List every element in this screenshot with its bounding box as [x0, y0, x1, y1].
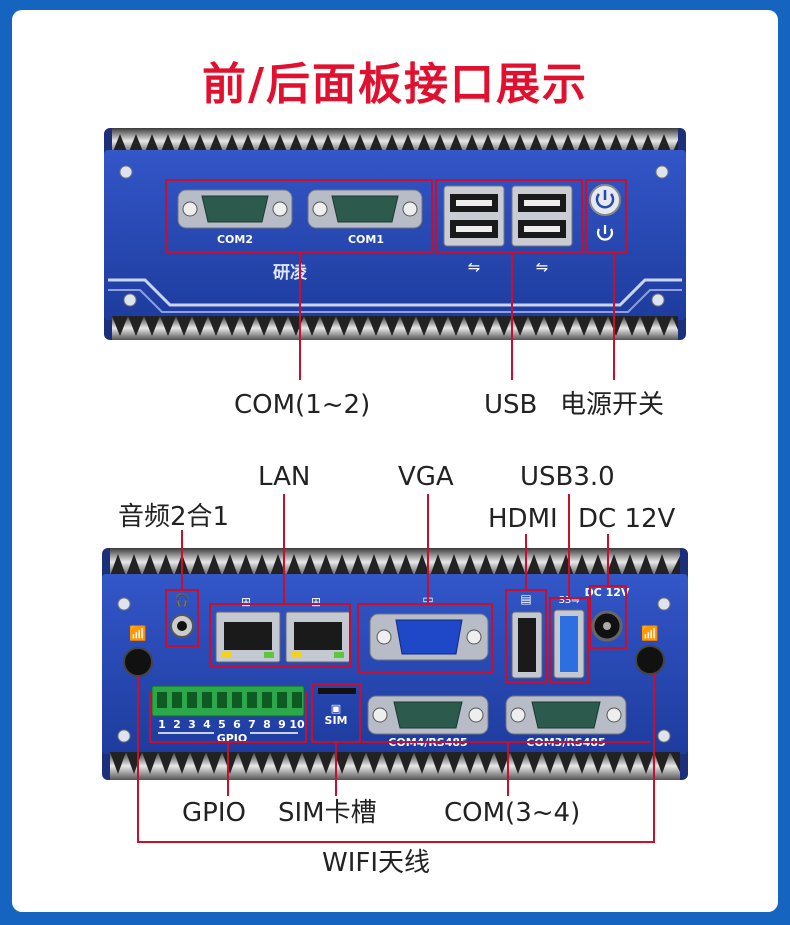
- svg-text:7: 7: [248, 718, 256, 731]
- dc-label: DC 12V: [585, 586, 630, 599]
- svg-text:3: 3: [188, 718, 196, 731]
- wifi-icon: 📶: [129, 625, 146, 642]
- sim-label: SIM: [325, 714, 348, 727]
- callout-power-switch: 电源开关: [560, 390, 665, 420]
- callout-com-rear: COM(3~4): [444, 798, 581, 828]
- hdmi-icon: ▤: [520, 592, 531, 606]
- svg-text:5: 5: [218, 718, 226, 731]
- dc-power-jack: DC 12V: [585, 586, 630, 642]
- network-icon: ⊞: [241, 595, 251, 609]
- com3-port: COM3/RS485: [505, 695, 627, 749]
- svg-text:4: 4: [203, 718, 211, 731]
- com2-label: COM2: [217, 233, 253, 246]
- callout-audio: 音频2合1: [118, 502, 230, 532]
- lan-port-2: ⊞: [285, 595, 351, 663]
- callout-sim-slot: SIM卡槽: [278, 798, 377, 828]
- usb3-icon: SS⇋: [558, 595, 579, 606]
- lan-port-1: ⊞: [215, 595, 281, 663]
- callout-gpio: GPIO: [182, 798, 246, 828]
- sim-card-icon: ▣: [331, 702, 341, 715]
- svg-text:6: 6: [233, 718, 241, 731]
- callout-hdmi: HDMI: [488, 504, 558, 534]
- hdmi-port: ▤: [511, 592, 543, 679]
- callout-usb: USB: [484, 390, 538, 420]
- com1-label: COM1: [348, 233, 384, 246]
- callout-lan: LAN: [258, 462, 311, 492]
- callout-com-front: COM(1~2): [234, 390, 371, 420]
- power-icon: [596, 228, 614, 241]
- sim-slot: ▣ SIM: [318, 688, 356, 727]
- callout-vga: VGA: [398, 462, 454, 492]
- usb-icon: ⇋: [536, 258, 549, 276]
- screw: [119, 165, 133, 179]
- wifi-icon: 📶: [641, 625, 658, 642]
- svg-text:10: 10: [289, 718, 305, 731]
- callout-wifi: WIFI天线: [322, 848, 430, 878]
- brand-logo: 研凌: [273, 262, 308, 283]
- svg-text:2: 2: [173, 718, 181, 731]
- wifi-antenna-right: 📶: [635, 625, 665, 675]
- svg-text:1: 1: [158, 718, 166, 731]
- gpio-pin-numbers: 1 2 3 4 5 6 7 8 9 10: [158, 718, 305, 731]
- rear-heatsink-top: [110, 548, 680, 576]
- headset-mic-icon: 🎧: [175, 593, 190, 607]
- rear-panel: 📶 📶 🎧 ⊞ ⊞ ▭: [102, 494, 688, 843]
- screw: [117, 597, 131, 611]
- callout-usb3: USB3.0: [520, 462, 615, 492]
- gpio-terminal: 1 2 3 4 5 6 7 8 9 10 GPIO: [151, 685, 305, 745]
- power-button: [589, 184, 621, 241]
- front-heatsink-top: [112, 128, 678, 154]
- usb-icon: ⇋: [468, 258, 481, 276]
- com1-port: COM1: [307, 189, 423, 246]
- wifi-antenna-left: 📶: [123, 625, 153, 677]
- audio-jack: 🎧: [170, 593, 194, 638]
- front-heatsink-bottom: [112, 316, 678, 340]
- rear-annotations: [137, 494, 655, 843]
- com2-port: COM2: [177, 189, 293, 246]
- vga-port: ▭: [369, 592, 489, 661]
- front-annotations: [165, 179, 627, 380]
- usb-port-stack-2: ⇋: [511, 185, 573, 276]
- usb3-port: SS⇋: [553, 595, 585, 679]
- com4-port: COM4/RS485: [367, 695, 489, 749]
- usb-port-stack-1: ⇋: [443, 185, 505, 276]
- svg-text:9: 9: [278, 718, 286, 731]
- svg-text:8: 8: [263, 718, 271, 731]
- gpio-label: GPIO: [217, 732, 248, 745]
- network-icon: ⊞: [311, 595, 321, 609]
- page-title: 前/后面板接口展示: [201, 59, 589, 110]
- front-panel: COM2 COM1 ⇋ ⇋ 研凌: [104, 128, 686, 380]
- callout-dc: DC 12V: [578, 504, 676, 534]
- front-swoosh: [108, 278, 682, 307]
- rear-heatsink-bottom: [110, 752, 680, 780]
